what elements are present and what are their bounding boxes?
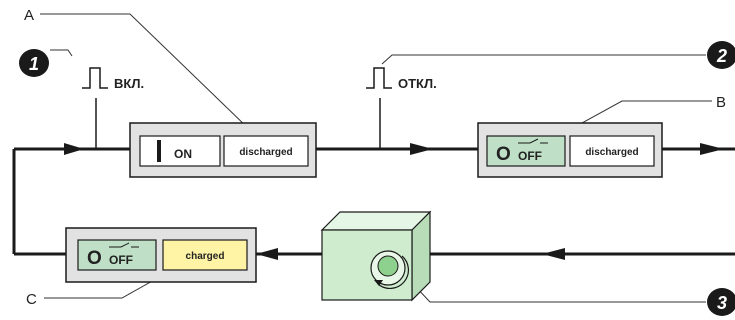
step-2-leader bbox=[381, 54, 706, 65]
rotation-arrowhead-icon bbox=[374, 280, 383, 286]
step-3-leader bbox=[397, 267, 706, 303]
switch-window-off bbox=[77, 239, 157, 271]
pulse-label-on: ВКЛ. bbox=[114, 76, 144, 91]
arrow-left-icon bbox=[542, 248, 565, 260]
rotation-arrow-icon bbox=[377, 255, 410, 290]
step-number: 1 bbox=[29, 54, 39, 74]
pulse-label-off: ОТКЛ. bbox=[398, 76, 437, 91]
indicator-window bbox=[223, 135, 309, 167]
indicator-label: discharged bbox=[585, 147, 638, 158]
charging-cube-icon bbox=[320, 210, 432, 302]
callout-b-label: B bbox=[716, 94, 726, 111]
arrow-right-icon bbox=[700, 143, 724, 155]
callout-a-leader bbox=[40, 13, 251, 131]
step-badge-icon bbox=[707, 288, 735, 316]
panel-state-b: O OFF discharged bbox=[477, 122, 663, 178]
step-1-leader bbox=[50, 49, 73, 57]
callout-a-label: A bbox=[24, 7, 34, 24]
switch-off-symbol: O bbox=[87, 248, 102, 269]
arrow-right-icon bbox=[410, 143, 433, 155]
callout-c-label: C bbox=[26, 291, 37, 308]
switch-label: ON bbox=[174, 147, 192, 161]
indicator-window-charged bbox=[162, 239, 248, 271]
switch-label: OFF bbox=[109, 253, 133, 267]
step-badge-icon bbox=[19, 49, 49, 77]
indicator-label: charged bbox=[186, 251, 225, 262]
step-badge-1: 1 bbox=[19, 49, 49, 77]
switch-label: OFF bbox=[518, 149, 542, 163]
charging-knob bbox=[377, 255, 399, 277]
pulse-icon bbox=[82, 67, 108, 89]
step-number: 3 bbox=[717, 293, 727, 313]
step-number: 2 bbox=[716, 46, 727, 66]
step-badge-icon bbox=[707, 41, 735, 69]
switch-on-symbol-icon bbox=[157, 140, 161, 162]
panel-state-a: ON discharged bbox=[129, 122, 317, 178]
panel-state-c: O OFF charged bbox=[65, 227, 257, 283]
indicator-window bbox=[569, 135, 655, 167]
switch-open-contact-icon bbox=[109, 242, 139, 248]
step-badge-3: 3 bbox=[707, 288, 735, 316]
cube-top-face bbox=[320, 211, 432, 231]
switch-open-contact-icon bbox=[518, 138, 548, 144]
step-badge-2: 2 bbox=[707, 41, 735, 69]
arrow-right-icon bbox=[64, 143, 84, 155]
switch-window-on bbox=[139, 135, 221, 167]
pulse-icon bbox=[366, 67, 392, 89]
arrow-left-icon bbox=[256, 248, 278, 260]
switch-off-symbol: O bbox=[496, 144, 511, 165]
switch-window-off bbox=[486, 135, 566, 167]
indicator-label: discharged bbox=[239, 147, 292, 158]
